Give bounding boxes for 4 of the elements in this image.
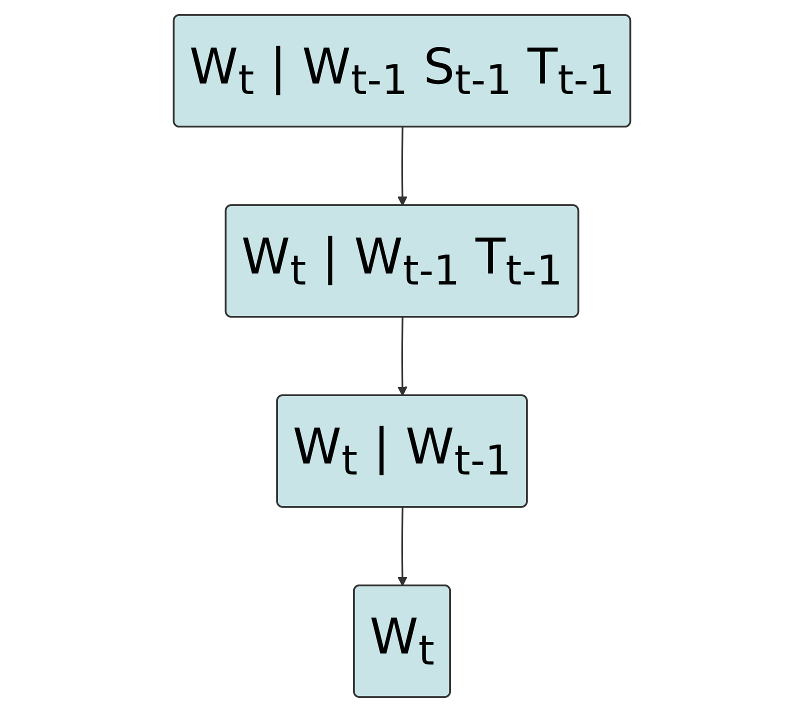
arrow <box>398 507 408 586</box>
flowchart: W$_{t}$ | W$_{t-1}$ S$_{t-1}$ T$_{t-1}$ W$_{t}$ | W$_{t-1}$ T$_{t-1}$ W$_{t}$ | W$_{t-1}$ W$_{t}$ <box>10 6 794 706</box>
arrow <box>398 317 408 396</box>
arrow <box>398 127 408 206</box>
